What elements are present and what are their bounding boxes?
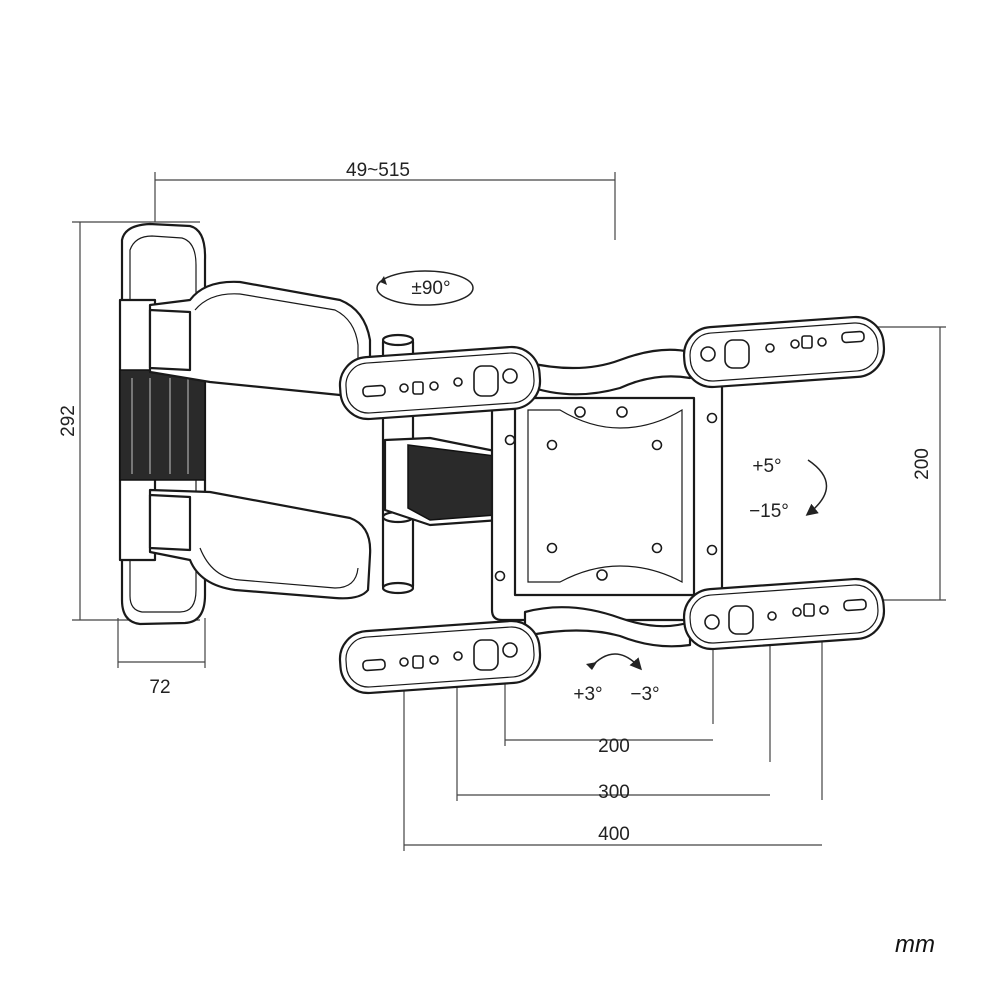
level-plus-label: +3° xyxy=(573,684,602,705)
rail-lower-left xyxy=(338,619,542,695)
level-minus-label: −3° xyxy=(630,684,659,705)
extension-label: 49~515 xyxy=(346,160,410,181)
swivel-indicator xyxy=(376,270,474,306)
vesa-plate xyxy=(490,348,724,648)
rail-lower-right xyxy=(682,577,886,651)
rail-upper-left xyxy=(338,345,542,421)
vesa-200-label: 200 xyxy=(598,736,630,757)
rail-upper-right xyxy=(682,315,886,389)
vesa-400-label: 400 xyxy=(598,824,630,845)
tilt-indicator xyxy=(805,459,828,516)
tilt-down-label: −15° xyxy=(749,501,789,522)
tilt-up-label: +5° xyxy=(752,456,781,477)
vesa-300-label: 300 xyxy=(598,782,630,803)
unit-label: mm xyxy=(895,931,935,958)
level-indicator xyxy=(586,653,642,671)
upper-arm xyxy=(148,280,372,398)
height-label: 292 xyxy=(58,405,79,437)
depth-label: 72 xyxy=(149,677,170,698)
lower-arm xyxy=(148,488,372,600)
swivel-label: ±90° xyxy=(411,278,450,299)
vesa-vertical-label: 200 xyxy=(912,448,933,480)
